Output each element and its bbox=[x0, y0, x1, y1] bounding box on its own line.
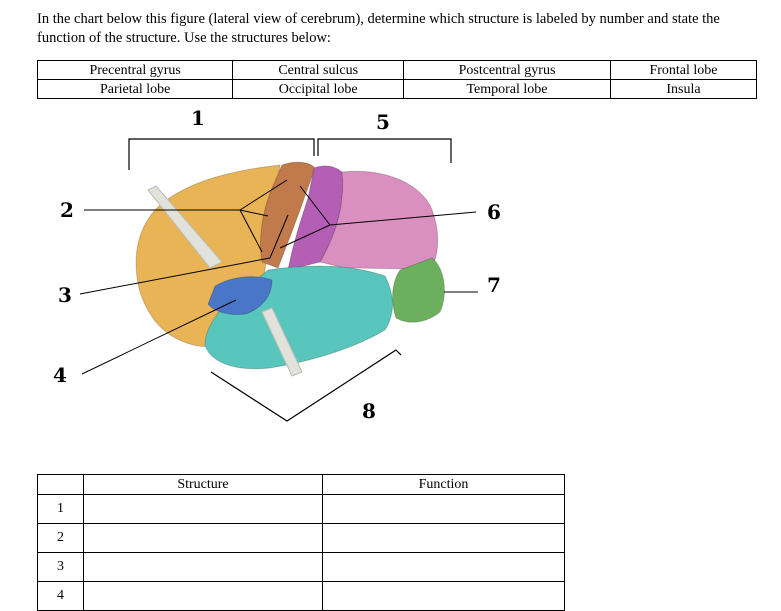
figure-label-8: 8 bbox=[362, 399, 376, 423]
function-answer-cell[interactable] bbox=[322, 581, 565, 611]
row-number: 1 bbox=[37, 494, 84, 524]
function-answer-cell[interactable] bbox=[322, 494, 565, 524]
figure-label-4: 4 bbox=[53, 363, 67, 387]
leader-line-6 bbox=[329, 211, 477, 226]
leader-line-2 bbox=[239, 209, 269, 217]
figure-label-5: 5 bbox=[376, 110, 390, 134]
function-answer-cell[interactable] bbox=[322, 552, 565, 582]
leader-line-2 bbox=[239, 179, 288, 211]
structure-option: Occipital lobe bbox=[232, 79, 405, 99]
leader-line-3 bbox=[79, 257, 271, 295]
structure-answer-cell[interactable] bbox=[83, 552, 323, 582]
bracket-8 bbox=[210, 349, 402, 422]
structure-option: Temporal lobe bbox=[403, 79, 611, 99]
figure-label-6: 6 bbox=[487, 200, 501, 224]
structure-option: Insula bbox=[609, 79, 758, 99]
function-header: Function bbox=[322, 474, 565, 495]
table-row: 1 bbox=[37, 494, 565, 524]
bracket-5 bbox=[317, 138, 452, 163]
structure-answer-cell[interactable] bbox=[83, 581, 323, 611]
leader-line-6 bbox=[299, 185, 331, 226]
function-answer-cell[interactable] bbox=[322, 523, 565, 553]
structure-header: Structure bbox=[83, 474, 323, 495]
cerebrum-lateral-view-figure bbox=[79, 138, 478, 422]
instructions-text: In the chart below this figure (lateral … bbox=[37, 11, 720, 46]
row-number: 4 bbox=[37, 581, 84, 611]
structure-option: Parietal lobe bbox=[36, 79, 234, 99]
leader-line-3 bbox=[269, 214, 289, 259]
figure-label-1: 1 bbox=[191, 106, 205, 130]
structure-options-table: Precentral gyrus Central sulcus Postcent… bbox=[36, 60, 758, 99]
insula-region bbox=[207, 276, 273, 315]
table-row: Parietal lobe Occipital lobe Temporal lo… bbox=[36, 79, 758, 99]
bracket-1 bbox=[128, 138, 315, 170]
figure-label-7: 7 bbox=[487, 273, 501, 297]
structure-answer-cell[interactable] bbox=[83, 523, 323, 553]
answer-table: Structure Function 1 2 3 4 bbox=[37, 474, 565, 611]
leader-line-2 bbox=[239, 209, 263, 253]
figure-label-3: 3 bbox=[58, 283, 72, 307]
table-row: 2 bbox=[37, 523, 565, 553]
leader-line-6 bbox=[279, 224, 331, 249]
occipital-lobe-region bbox=[392, 257, 445, 323]
postcentral-gyrus-region bbox=[287, 165, 344, 271]
table-header-row: Structure Function bbox=[37, 474, 565, 495]
table-row: 3 bbox=[37, 552, 565, 582]
row-number: 2 bbox=[37, 523, 84, 553]
structure-answer-cell[interactable] bbox=[83, 494, 323, 524]
stalk-strip bbox=[147, 185, 223, 269]
leader-line-4 bbox=[81, 299, 237, 375]
row-number: 3 bbox=[37, 552, 84, 582]
stalk-strip bbox=[261, 307, 303, 377]
number-header bbox=[37, 474, 84, 495]
figure-label-2: 2 bbox=[60, 198, 74, 222]
table-row: 4 bbox=[37, 581, 565, 611]
